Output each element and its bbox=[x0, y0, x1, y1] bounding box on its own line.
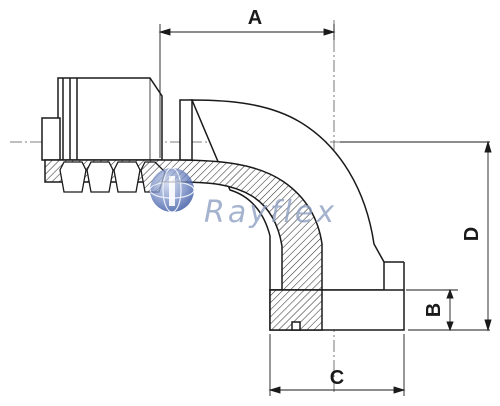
dimension-a bbox=[158, 24, 336, 158]
dimension-a-label: A bbox=[248, 7, 262, 29]
ferrule bbox=[41, 77, 163, 161]
dimension-c-label: C bbox=[330, 367, 344, 389]
nipple-barbs bbox=[59, 161, 166, 193]
dimension-b bbox=[406, 288, 458, 332]
dimension-d bbox=[340, 140, 492, 332]
dimension-c bbox=[268, 334, 406, 396]
flange bbox=[269, 261, 405, 331]
nipple-collar bbox=[179, 99, 193, 161]
rayflex-globe-logo-icon bbox=[149, 167, 195, 213]
dimension-b-label: B bbox=[423, 303, 445, 317]
section-hatch-elbow bbox=[44, 159, 323, 291]
rayflex-watermark: Rayflex bbox=[149, 167, 337, 230]
dimension-d-label: D bbox=[461, 227, 483, 241]
rayflex-wordmark: Rayflex bbox=[204, 195, 337, 230]
